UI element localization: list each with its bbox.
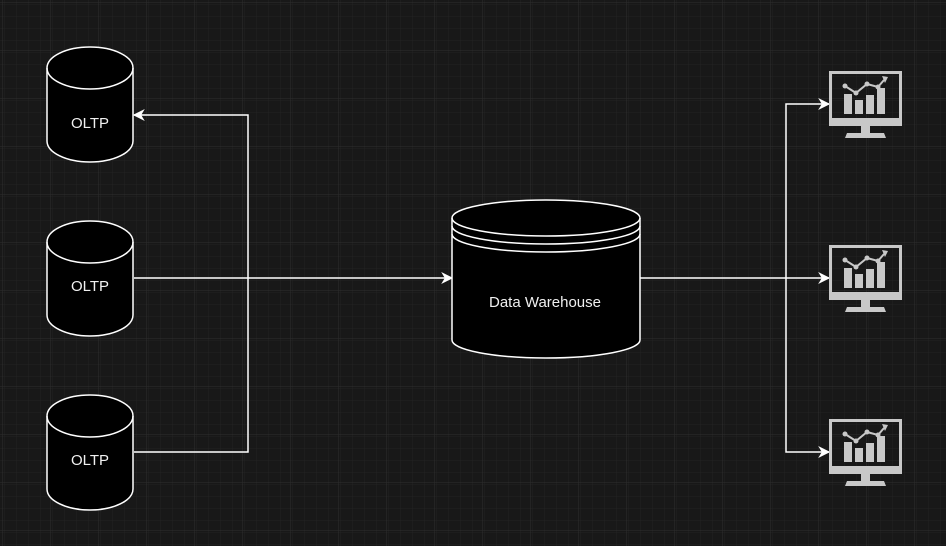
oltp-label: OLTP [71,452,109,469]
analytics-monitor-icon [829,245,902,312]
dashboard-connectors [627,98,831,458]
warehouse-label: Data Warehouse [489,294,601,311]
dashboard-monitor-3[interactable] [829,419,902,486]
database-icon [46,46,134,163]
connector-oltp-1 [132,109,249,278]
oltp-database-1[interactable]: OLTP [46,46,134,163]
oltp-label: OLTP [71,278,109,295]
connector-dashboard-3 [785,278,831,458]
oltp-database-2[interactable]: OLTP [46,220,134,337]
analytics-monitor-icon [829,419,902,486]
dashboard-monitor-1[interactable] [829,71,902,138]
connector-dashboard-1 [785,98,831,278]
source-connectors [132,109,454,453]
connector-oltp-3 [134,278,249,453]
data-warehouse[interactable]: Data Warehouse [451,199,641,359]
oltp-database-3[interactable]: OLTP [46,394,134,511]
database-icon [46,220,134,337]
warehouse-icon [451,199,641,359]
analytics-monitor-icon [829,71,902,138]
oltp-label: OLTP [71,115,109,132]
dashboard-monitor-2[interactable] [829,245,902,312]
database-icon [46,394,134,511]
